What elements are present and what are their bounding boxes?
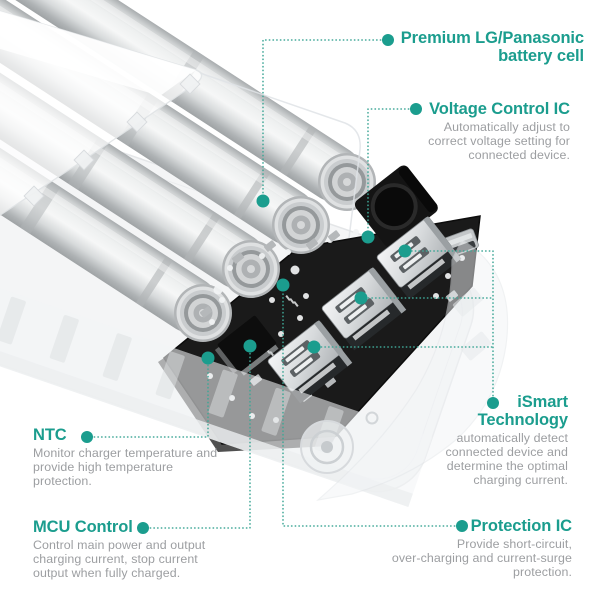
protection-label-dot xyxy=(456,520,468,532)
leader-line-battery xyxy=(262,39,389,202)
case-ribs xyxy=(0,296,344,454)
mcu-label-dot xyxy=(137,522,149,534)
usb-port-3 xyxy=(267,320,353,404)
mcu-target-dot xyxy=(243,339,257,353)
leader-line-mcu xyxy=(142,345,251,529)
ismart-target-dot-3 xyxy=(307,340,321,354)
leader-lines xyxy=(86,39,494,529)
mount-boss xyxy=(300,411,379,474)
battery-label-dot xyxy=(382,34,394,46)
ismart-target-dot-2 xyxy=(354,291,368,305)
battery-cap xyxy=(272,196,330,254)
battery-target-dot xyxy=(256,194,270,208)
protection-target-dot xyxy=(276,278,290,292)
leader-line-voltage xyxy=(367,108,417,238)
case-lid xyxy=(0,10,203,217)
leader-line-ismart-1 xyxy=(404,250,494,404)
lid-clips xyxy=(23,73,201,207)
callout-dots xyxy=(81,34,499,534)
ntc-target-dot xyxy=(201,351,215,365)
battery-cap xyxy=(318,153,376,211)
voltage-label-dot xyxy=(410,103,422,115)
pcb-components xyxy=(199,165,479,423)
ntc-label-dot xyxy=(81,431,93,443)
leader-line-protection xyxy=(282,284,463,527)
case-front-wall xyxy=(0,179,433,507)
voltage-target-dot xyxy=(361,230,375,244)
ismart-target-dot-1 xyxy=(398,244,412,258)
ismart-label-dot xyxy=(487,397,499,409)
leader-line-ntc xyxy=(86,357,209,438)
case-right-wall xyxy=(199,72,509,501)
